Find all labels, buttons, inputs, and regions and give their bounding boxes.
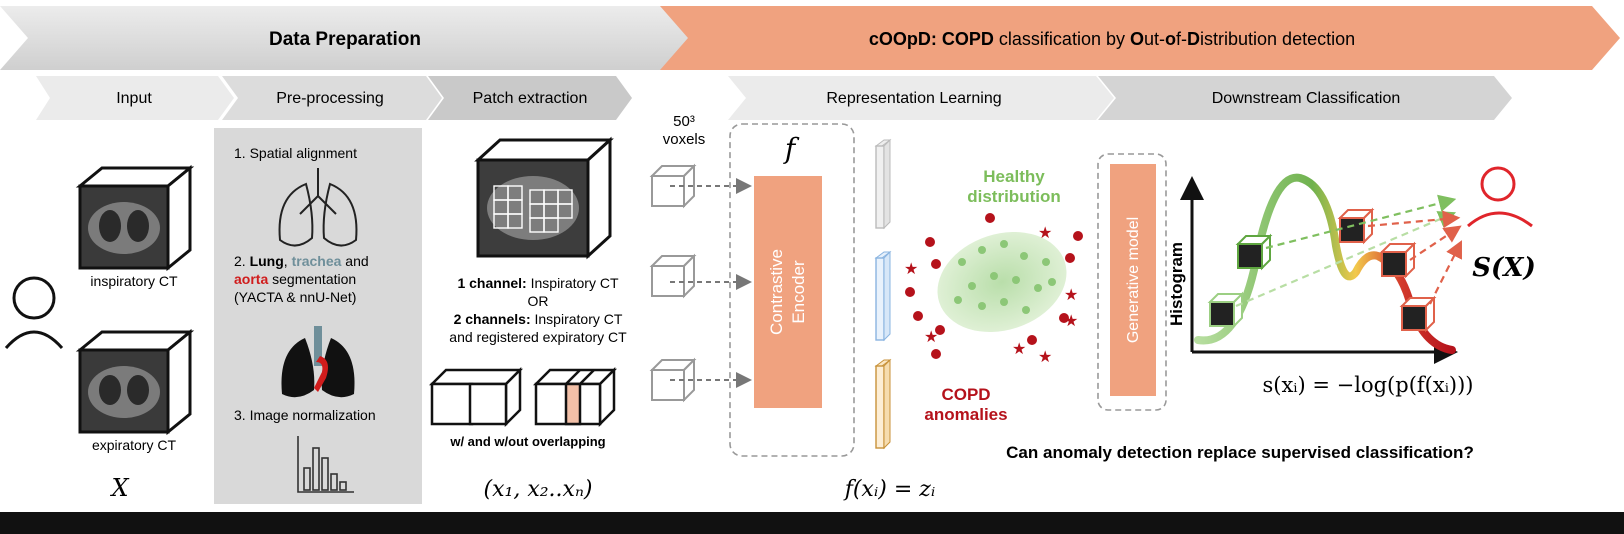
patch-or: OR bbox=[528, 293, 549, 309]
lung-segmentation-icon bbox=[281, 326, 355, 398]
preproc-step3: 3. Image normalization bbox=[234, 407, 376, 423]
patient-score-label: S(X) bbox=[1472, 253, 1536, 283]
classified-patient-icon bbox=[1467, 166, 1533, 228]
step-patch-label: Patch extraction bbox=[473, 90, 588, 107]
encoder-label-line1: Contrastive bbox=[767, 249, 786, 335]
hist-patch-1 bbox=[1207, 291, 1245, 329]
encoder-dashed-box bbox=[729, 123, 855, 457]
input-symbol-X: X bbox=[109, 474, 129, 502]
preproc-step1: 1. Spatial alignment bbox=[234, 145, 357, 161]
patch-2channels: 2 channels: Inspiratory CT bbox=[454, 311, 623, 327]
histogram-axes bbox=[1180, 176, 1458, 364]
patch-extraction-cube bbox=[474, 136, 614, 260]
copd-anomaly-points bbox=[905, 213, 1083, 359]
patch-set-formula: (x₁, x₂..xₙ) bbox=[484, 477, 593, 502]
svg-text:★: ★ bbox=[1064, 313, 1078, 330]
copd-label-line2: anomalies bbox=[924, 405, 1007, 424]
inspiratory-ct-label: inspiratory CT bbox=[90, 273, 178, 289]
voxels-size: 50³ bbox=[673, 113, 695, 130]
lung-outline-icon bbox=[278, 168, 358, 247]
overlap-cubes bbox=[428, 366, 618, 428]
preproc-step2-line3: (YACTA & nnU-Net) bbox=[234, 289, 356, 305]
histogram-axis-label: Histogram bbox=[1167, 242, 1186, 326]
encoder-formula: f(xᵢ) = zᵢ bbox=[843, 477, 936, 502]
aggregation-arrows bbox=[1235, 194, 1462, 308]
hist-patch-5 bbox=[1399, 295, 1437, 333]
embedding-vector-grey bbox=[874, 138, 892, 230]
score-distribution-curve bbox=[1194, 173, 1456, 354]
step-repr-shape bbox=[728, 76, 1114, 120]
contrastive-encoder-block bbox=[754, 176, 822, 408]
banner-data-preparation bbox=[0, 6, 690, 70]
step-down-shape bbox=[1098, 76, 1512, 120]
bottom-bar bbox=[0, 512, 1624, 534]
copd-label-line1: COPD bbox=[941, 385, 990, 404]
svg-text:★: ★ bbox=[924, 329, 938, 346]
step-input-shape bbox=[36, 76, 234, 120]
banner-coopd bbox=[660, 6, 1620, 70]
encoder-f-symbol: f bbox=[783, 132, 800, 165]
hist-patch-2 bbox=[1235, 233, 1273, 271]
overlap-label: w/ and w/out overlapping bbox=[449, 434, 605, 449]
preproc-step2-line2: aorta segmentation bbox=[234, 271, 356, 287]
patch-cube-1 bbox=[649, 163, 697, 209]
copd-anomaly-stars: ★ ★ ★ ★ ★ ★ ★ bbox=[904, 225, 1078, 366]
healthy-points bbox=[954, 240, 1056, 314]
patient-icon bbox=[4, 276, 64, 349]
expiratory-ct-cube bbox=[75, 328, 195, 436]
hist-patch-4 bbox=[1379, 241, 1417, 279]
generative-model-label: Generative model bbox=[1125, 217, 1142, 343]
svg-text:★: ★ bbox=[1038, 225, 1052, 242]
step-patch-shape bbox=[428, 76, 632, 120]
patch-cube-2 bbox=[649, 253, 697, 299]
embedding-vector-blue bbox=[874, 250, 892, 342]
svg-text:★: ★ bbox=[1064, 287, 1078, 304]
generative-dashed-box bbox=[1097, 153, 1167, 411]
patch-1channel: 1 channel: Inspiratory CT bbox=[457, 275, 618, 291]
healthy-label-line2: distribution bbox=[967, 187, 1060, 206]
hist-patch-3 bbox=[1337, 207, 1375, 245]
svg-text:★: ★ bbox=[904, 261, 918, 278]
preproc-step2-line1: 2. Lung, trachea and bbox=[234, 253, 369, 269]
step-input-label: Input bbox=[116, 90, 152, 107]
banner-data-preparation-label: Data Preparation bbox=[269, 29, 421, 50]
banner-coopd-label: cOOpD: COPD classification by Out-of-Dis… bbox=[869, 29, 1355, 49]
healthy-distribution-blob bbox=[937, 232, 1067, 332]
step-repr-label: Representation Learning bbox=[826, 90, 1001, 107]
step-preproc-shape bbox=[222, 76, 442, 120]
generative-model-block bbox=[1110, 164, 1156, 396]
expiratory-ct-label: expiratory CT bbox=[92, 437, 176, 453]
encoder-label-line2: Encoder bbox=[789, 260, 808, 324]
patch-2channels-line2: and registered expiratory CT bbox=[449, 329, 627, 345]
patch-arrows bbox=[670, 178, 752, 388]
research-question: Can anomaly detection replace supervised… bbox=[1006, 443, 1474, 462]
svg-text:★: ★ bbox=[1038, 349, 1052, 366]
normalization-histogram-icon bbox=[297, 436, 354, 493]
healthy-label-line1: Healthy bbox=[983, 167, 1045, 186]
score-formula: s(xᵢ) = −log(p(f(xᵢ))) bbox=[1262, 373, 1473, 397]
inspiratory-ct-cube bbox=[75, 164, 195, 272]
embedding-vector-orange bbox=[874, 358, 892, 450]
voxels-label: voxels bbox=[663, 131, 706, 148]
step-down-label: Downstream Classification bbox=[1212, 90, 1401, 107]
svg-text:★: ★ bbox=[1012, 341, 1026, 358]
step-preproc-label: Pre-processing bbox=[276, 90, 384, 107]
